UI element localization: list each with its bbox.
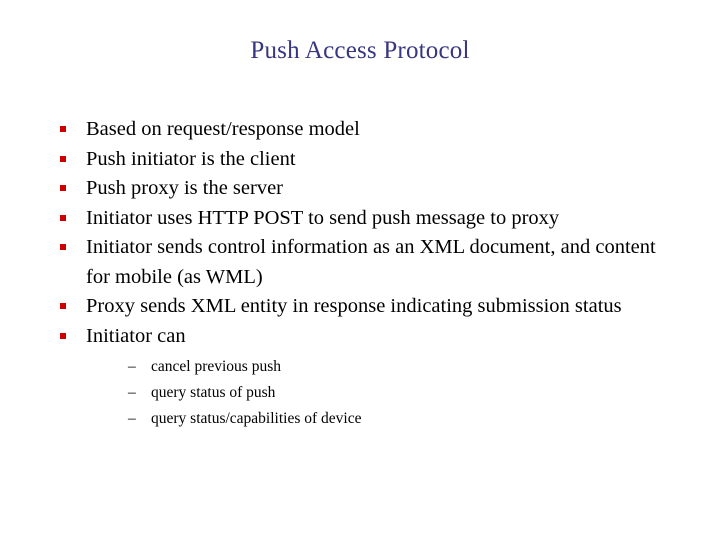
- square-bullet-icon: [60, 126, 66, 132]
- list-item-label: Proxy sends XML entity in response indic…: [86, 295, 622, 317]
- list-item: Initiator can – cancel previous push – q…: [56, 322, 676, 433]
- list-item-label: Push initiator is the client: [86, 147, 296, 170]
- square-bullet-icon: [60, 214, 66, 221]
- list-item-label: Based on request/response model: [86, 118, 360, 140]
- list-item-label: Initiator uses HTTP POST to send push me…: [86, 206, 560, 229]
- list-item: Initiator uses HTTP POST to send push me…: [56, 204, 676, 234]
- sub-list-item: – query status/capabilities of device: [126, 406, 676, 432]
- list-item: Push proxy is the server: [56, 174, 676, 204]
- square-bullet-icon: [60, 244, 66, 250]
- sub-list-item-label: query status/capabilities of device: [151, 410, 362, 427]
- list-item-label: Initiator can: [86, 324, 186, 347]
- sub-bullet-list: – cancel previous push – query status of…: [86, 354, 676, 432]
- bullet-list: Based on request/response model Push ini…: [56, 115, 676, 432]
- dash-bullet-icon: –: [128, 358, 136, 375]
- list-item-label: Push proxy is the server: [86, 177, 284, 199]
- sub-list-item-label: query status of push: [151, 384, 276, 401]
- list-item: Proxy sends XML entity in response indic…: [56, 292, 676, 322]
- sub-list-item: – cancel previous push: [126, 354, 676, 380]
- dash-bullet-icon: –: [128, 410, 136, 427]
- dash-bullet-icon: –: [128, 384, 136, 401]
- square-bullet-icon: [60, 155, 66, 162]
- sub-list-item-label: cancel previous push: [151, 358, 281, 375]
- list-item: Initiator sends control information as a…: [56, 233, 676, 292]
- square-bullet-icon: [60, 185, 66, 191]
- page-title: Push Access Protocol: [250, 37, 470, 64]
- sub-list-item: – query status of push: [126, 380, 676, 406]
- square-bullet-icon: [60, 303, 66, 309]
- list-item: Based on request/response model: [56, 115, 676, 145]
- square-bullet-icon: [60, 332, 66, 339]
- list-item: Push initiator is the client: [56, 145, 676, 175]
- list-item-label: Initiator sends control information as a…: [86, 236, 656, 288]
- slide-body: Based on request/response model Push ini…: [56, 115, 676, 432]
